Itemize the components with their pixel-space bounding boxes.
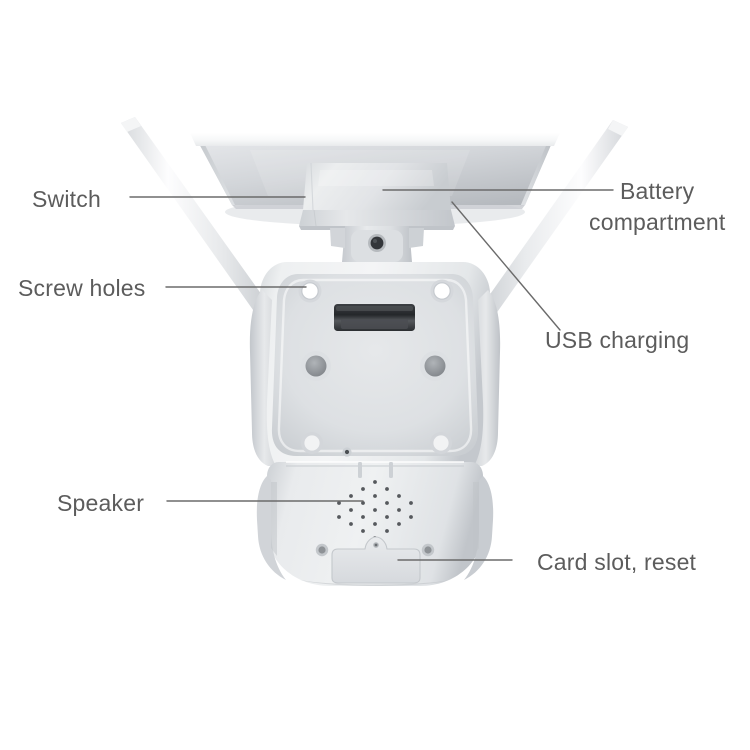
speaker-grille [337, 480, 413, 540]
callout-label-battery-compartment: Battery compartment [589, 176, 725, 238]
callout-label-screw-holes: Screw holes [18, 273, 145, 304]
screw-hole-bottom-right [430, 432, 452, 454]
mounting-post-left [301, 351, 331, 381]
lower-body [256, 461, 494, 586]
screw-hole-bottom-left [301, 432, 323, 454]
callout-text-battery: Battery [620, 178, 695, 204]
battery-compartment-housing [299, 162, 455, 230]
screw-hole-top-left [298, 279, 322, 303]
callout-text-card-slot-reset: Card slot, reset [537, 549, 697, 575]
tilt-bracket [330, 226, 424, 262]
left-antenna [121, 117, 289, 341]
callout-text-switch: Switch [32, 186, 101, 212]
callout-text-compartment: compartment [589, 209, 726, 236]
callout-text-usb-charging: USB charging [545, 327, 690, 353]
rear-connector-slot [332, 303, 417, 331]
callout-text-screw-holes: Screw holes [18, 275, 146, 301]
card-slot-cover [331, 536, 421, 584]
screw-hole-top-right [430, 279, 454, 303]
mounting-post-right [420, 351, 450, 381]
callout-text-speaker: Speaker [57, 490, 145, 516]
camera-back-plate [249, 262, 501, 466]
callout-label-speaker: Speaker [57, 488, 144, 519]
callout-label-card-slot-reset: Card slot, reset [537, 547, 696, 578]
callout-label-usb-charging: USB charging [545, 325, 689, 356]
callout-label-switch: Switch [32, 184, 101, 215]
